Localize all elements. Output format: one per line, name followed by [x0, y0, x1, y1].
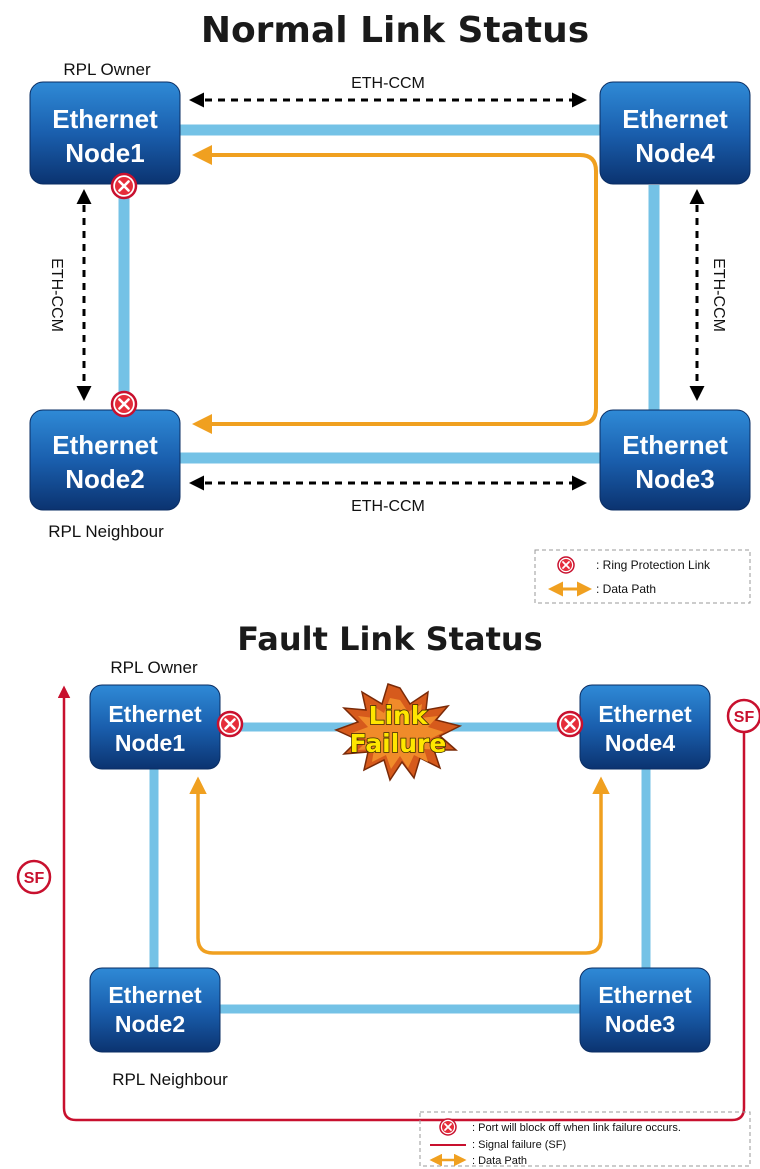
port-block-legend-icon: [439, 1118, 457, 1136]
top-node1: Ethernet Node1: [29, 81, 181, 185]
node-label: Node4: [635, 138, 715, 168]
rpl-block-icon: [110, 390, 138, 418]
node-label: Ethernet: [52, 104, 158, 134]
top-data-path: [192, 145, 598, 434]
top-links: [118, 124, 660, 464]
rpl-neighbour-label: RPL Neighbour: [112, 1070, 228, 1089]
bottom-links: [149, 722, 651, 1014]
legend-data-path: : Data Path: [472, 1155, 527, 1167]
ccm-label-left: ETH-CCM: [48, 258, 65, 332]
svg-text:SF: SF: [24, 870, 45, 887]
bottom-data-path: [189, 776, 610, 955]
rpl-block-icon: [110, 172, 138, 200]
node-label: Ethernet: [52, 430, 158, 460]
top-node3: Ethernet Node3: [599, 409, 751, 511]
legend-port-block: : Port will block off when link failure …: [472, 1122, 681, 1134]
top-ccm-arrows: [76, 92, 705, 491]
bottom-node1: Ethernet Node1: [89, 684, 221, 770]
node-label: Node2: [65, 464, 144, 494]
burst-text-line1: Link: [369, 701, 429, 730]
normal-title: Normal Link Status: [201, 10, 589, 51]
rpl-owner-label: RPL Owner: [110, 658, 198, 677]
sf-badge-left: SF: [16, 859, 52, 895]
ccm-label-right: ETH-CCM: [710, 258, 727, 332]
node-label: Node4: [605, 730, 676, 756]
legend-signal-failure: : Signal failure (SF): [472, 1139, 566, 1151]
node-label: Node3: [635, 464, 714, 494]
bottom-node2: Ethernet Node2: [89, 967, 221, 1053]
svg-text:SF: SF: [734, 709, 755, 726]
bottom-node3: Ethernet Node3: [579, 967, 711, 1053]
bottom-node4: Ethernet Node4: [579, 684, 711, 770]
bottom-legend: : Port will block off when link failure …: [419, 1111, 751, 1167]
port-block-icon: [556, 710, 584, 738]
legend-data-path: : Data Path: [596, 582, 656, 596]
link-failure-burst: Link Failure: [334, 683, 463, 782]
node-label: Ethernet: [108, 982, 202, 1008]
node-label: Node1: [115, 730, 186, 756]
node-label: Ethernet: [622, 430, 728, 460]
node-label: Node3: [605, 1011, 675, 1037]
sf-badge-right: SF: [726, 698, 760, 734]
node-label: Ethernet: [598, 982, 692, 1008]
node-label: Ethernet: [622, 104, 728, 134]
node-label: Node1: [65, 138, 144, 168]
node-label: Ethernet: [598, 701, 692, 727]
burst-text-line2: Failure: [350, 729, 447, 758]
rpl-owner-label: RPL Owner: [63, 60, 151, 79]
node-label: Ethernet: [108, 701, 202, 727]
port-block-icon: [216, 710, 244, 738]
top-legend: : Ring Protection Link : Data Path: [534, 549, 751, 604]
top-node2: Ethernet Node2: [29, 409, 181, 511]
top-node4: Ethernet Node4: [599, 81, 751, 185]
ring-protection-icon: [557, 556, 575, 574]
signal-failure-path: [57, 685, 746, 1122]
ccm-label-top: ETH-CCM: [351, 75, 425, 92]
legend-ring-protection: : Ring Protection Link: [596, 558, 711, 572]
node-label: Node2: [115, 1011, 185, 1037]
rpl-neighbour-label: RPL Neighbour: [48, 522, 164, 541]
fault-title: Fault Link Status: [237, 620, 542, 658]
ccm-label-bottom: ETH-CCM: [351, 498, 425, 515]
